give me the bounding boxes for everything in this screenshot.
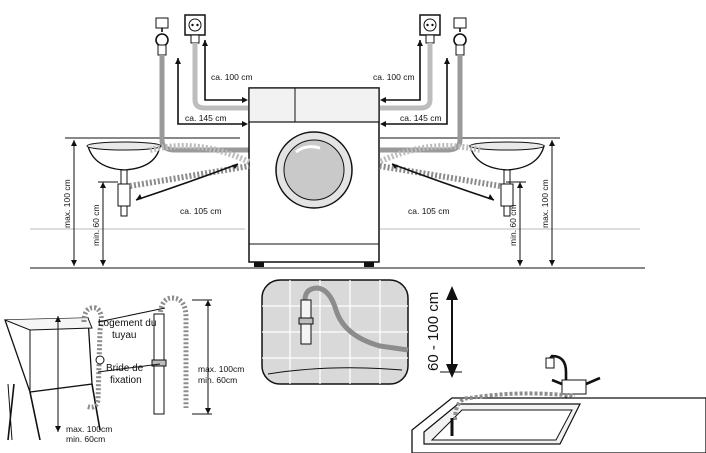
kitchen-faucet-icon (545, 354, 601, 398)
drain-right-label: ca. 105 cm (408, 206, 450, 216)
right-drain-dimension-arrow (391, 163, 495, 201)
right-water-tap-icon (453, 17, 467, 56)
logement-label-line2: tuyau (112, 330, 136, 341)
height-left-max-label: max. 100 cm (62, 179, 72, 228)
height-left-min-label: min. 60 cm (91, 204, 101, 246)
right-sink-basin (469, 141, 545, 217)
left-sink-basin (86, 141, 162, 217)
wall-drain-height-arrow (440, 286, 462, 378)
standpipe-height-max-label: max. 100cm (198, 364, 244, 374)
right-power-cable (380, 43, 433, 111)
left-water-tap-icon (155, 17, 169, 56)
sink-base-max-label: max. 100cm (66, 424, 112, 434)
left-power-socket-icon (184, 14, 206, 44)
left-power-cable (192, 43, 248, 111)
standpipe-height-min-label: min. 60cm (198, 375, 237, 385)
right-power-socket-icon (419, 14, 441, 44)
hose-guide (81, 305, 105, 410)
drain-left-label: ca. 105 cm (180, 206, 222, 216)
wall-drain-detail (261, 279, 409, 385)
standpipe-height-dimension (192, 299, 212, 415)
supply-left-long-label: ca. 145 cm (185, 113, 227, 123)
standpipe-drain-illustration (151, 295, 189, 415)
left-drain-dimension-arrow (135, 163, 239, 201)
washing-machine (248, 87, 380, 267)
logement-leader-line (97, 307, 166, 323)
right-supply-dimension-arrows (380, 40, 450, 127)
right-height-dimensions (506, 140, 555, 266)
height-right-max-label: max. 100 cm (540, 179, 550, 228)
bride-label-line2: fixation (110, 375, 142, 386)
wall-drain-range-label: 60 - 100 cm (425, 292, 442, 371)
bride-label-line1: Bride de (106, 363, 144, 374)
height-right-min-label: min. 60 cm (508, 204, 518, 246)
sink-base-min-label: min. 60cm (66, 434, 105, 444)
machine-control-panel (248, 87, 380, 123)
left-height-dimensions (71, 140, 118, 266)
right-inlet-hose (380, 55, 463, 153)
left-drain-hose (129, 163, 250, 189)
left-supply-dimension-arrows (175, 40, 248, 127)
sink-base-height-dimension (55, 316, 61, 432)
logement-label-line1: Logement du (98, 318, 156, 329)
supply-left-short-label: ca. 100 cm (211, 72, 253, 82)
supply-right-long-label: ca. 145 cm (400, 113, 442, 123)
left-inlet-hose (159, 55, 250, 153)
right-drain-hose (378, 163, 501, 189)
utility-sink-illustration (4, 317, 101, 441)
bride-leader-line (97, 363, 161, 373)
kitchen-drain-hose (450, 391, 576, 436)
supply-right-short-label: ca. 100 cm (373, 72, 415, 82)
kitchen-sink-illustration (411, 397, 706, 453)
